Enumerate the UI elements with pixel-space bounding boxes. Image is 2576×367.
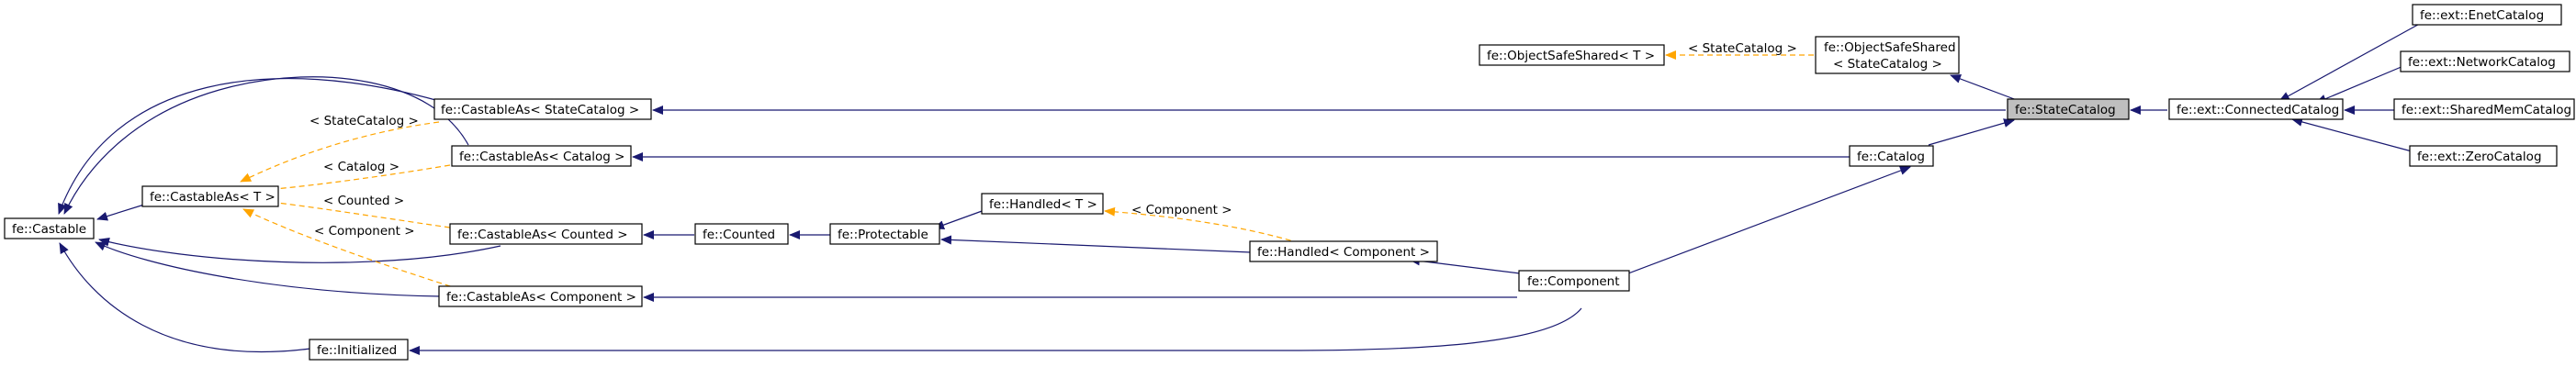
node-label: fe::Counted	[703, 228, 775, 242]
edge-castableas-statecatalog-to-castable	[58, 77, 440, 215]
node-castableas-t[interactable]: fe::CastableAs< T >	[141, 185, 279, 207]
node-label: fe::CastableAs< StateCatalog >	[441, 103, 639, 117]
node-sharedmemcatalog[interactable]: fe::ext::SharedMemCatalog	[2393, 98, 2575, 120]
node-initialized[interactable]: fe::Initialized	[309, 339, 409, 361]
node-label: fe::ext::ConnectedCatalog	[2177, 103, 2339, 117]
edge-castableas-component-to-castable	[95, 241, 442, 297]
node-label: fe::Protectable	[838, 228, 928, 242]
node-label: fe::Catalog	[1857, 150, 1925, 164]
node-castableas-statecatalog[interactable]: fe::CastableAs< StateCatalog >	[433, 98, 652, 120]
node-enetcatalog[interactable]: fe::ext::EnetCatalog	[2412, 4, 2562, 26]
edge-objectsafeshared-to-statecatalog	[1950, 74, 2018, 101]
edge-labels: < StateCatalog > < Catalog > < Counted >…	[309, 41, 1797, 239]
node-label: fe::CastableAs< Catalog >	[459, 150, 624, 164]
node-label: fe::Handled< T >	[989, 197, 1097, 212]
edge-zerocatalog-to-connectedcatalog	[2291, 117, 2416, 153]
edge-castableas-counted-to-castable	[98, 237, 501, 263]
node-zerocatalog[interactable]: fe::ext::ZeroCatalog	[2409, 145, 2558, 167]
edge-initialized-to-castable	[59, 242, 311, 353]
node-label: fe::CastableAs< T >	[150, 190, 276, 205]
node-objectsafeshared-t[interactable]: fe::ObjectSafeShared< T >	[1479, 44, 1665, 66]
nodes: fe::Castable fe::CastableAs< T > fe::Cas…	[4, 4, 2575, 361]
edge-networkcatalog-to-connectedcatalog	[2315, 65, 2404, 104]
node-component[interactable]: fe::Component	[1518, 270, 1630, 292]
node-label: fe::Castable	[12, 222, 86, 237]
edge-component-to-initialized	[409, 307, 1582, 355]
edge-castableas-catalog-to-castable	[63, 76, 469, 215]
template-edge-handled-component	[1104, 206, 1300, 244]
edge-handled-component-to-protectable	[940, 235, 1252, 253]
node-label-line1: fe::ObjectSafeShared	[1824, 40, 1956, 55]
node-protectable[interactable]: fe::Protectable	[829, 223, 940, 245]
node-objectsafeshared-statecatalog[interactable]: fe::ObjectSafeShared < StateCatalog >	[1815, 36, 1960, 74]
node-label: fe::StateCatalog	[2015, 103, 2116, 117]
node-catalog[interactable]: fe::Catalog	[1849, 145, 1934, 167]
edge-label-counted: < Counted >	[323, 194, 404, 208]
edge-component-to-catalog	[1608, 166, 1911, 282]
node-label: fe::ext::SharedMemCatalog	[2402, 103, 2571, 117]
node-label: fe::Handled< Component >	[1257, 245, 1430, 260]
edge-label-catalog: < Catalog >	[323, 160, 399, 174]
node-label: fe::ext::NetworkCatalog	[2408, 55, 2556, 70]
node-castableas-catalog[interactable]: fe::CastableAs< Catalog >	[451, 145, 632, 167]
node-handled-component[interactable]: fe::Handled< Component >	[1249, 240, 1438, 262]
edge-label-statecatalog: < StateCatalog >	[309, 114, 419, 128]
node-label: fe::ObjectSafeShared< T >	[1487, 49, 1655, 63]
node-castableas-counted[interactable]: fe::CastableAs< Counted >	[449, 223, 643, 245]
node-label: fe::ext::ZeroCatalog	[2417, 150, 2542, 164]
node-label: fe::CastableAs< Component >	[446, 290, 636, 305]
node-label: fe::Component	[1527, 274, 1620, 289]
edge-catalog-to-statecatalog	[1928, 118, 2015, 146]
node-castable[interactable]: fe::Castable	[4, 217, 95, 239]
node-label: fe::CastableAs< Counted >	[457, 228, 628, 242]
node-label: fe::Initialized	[317, 343, 397, 358]
edge-label-component: < Component >	[314, 224, 415, 239]
template-edge-statecatalog	[240, 121, 440, 183]
inheritance-edges	[58, 20, 2425, 355]
node-label-line2: < StateCatalog >	[1833, 57, 1942, 72]
node-castableas-component[interactable]: fe::CastableAs< Component >	[438, 285, 643, 307]
node-handled-t[interactable]: fe::Handled< T >	[981, 193, 1104, 215]
node-label: fe::ext::EnetCatalog	[2420, 8, 2544, 23]
edge-handled-t-to-protectable	[933, 209, 985, 229]
node-statecatalog[interactable]: fe::StateCatalog	[2007, 98, 2130, 120]
template-edges	[240, 50, 1814, 290]
edge-enetcatalog-to-connectedcatalog	[2278, 20, 2425, 102]
edge-castableas-t-to-castable	[96, 204, 145, 221]
node-networkcatalog[interactable]: fe::ext::NetworkCatalog	[2400, 50, 2570, 72]
template-edge-component	[242, 208, 460, 290]
edge-label-handled-component: < Component >	[1131, 203, 1232, 217]
edge-label-object-safe-shared: < StateCatalog >	[1688, 41, 1797, 56]
node-connectedcatalog[interactable]: fe::ext::ConnectedCatalog	[2168, 98, 2344, 120]
node-counted[interactable]: fe::Counted	[694, 223, 789, 245]
